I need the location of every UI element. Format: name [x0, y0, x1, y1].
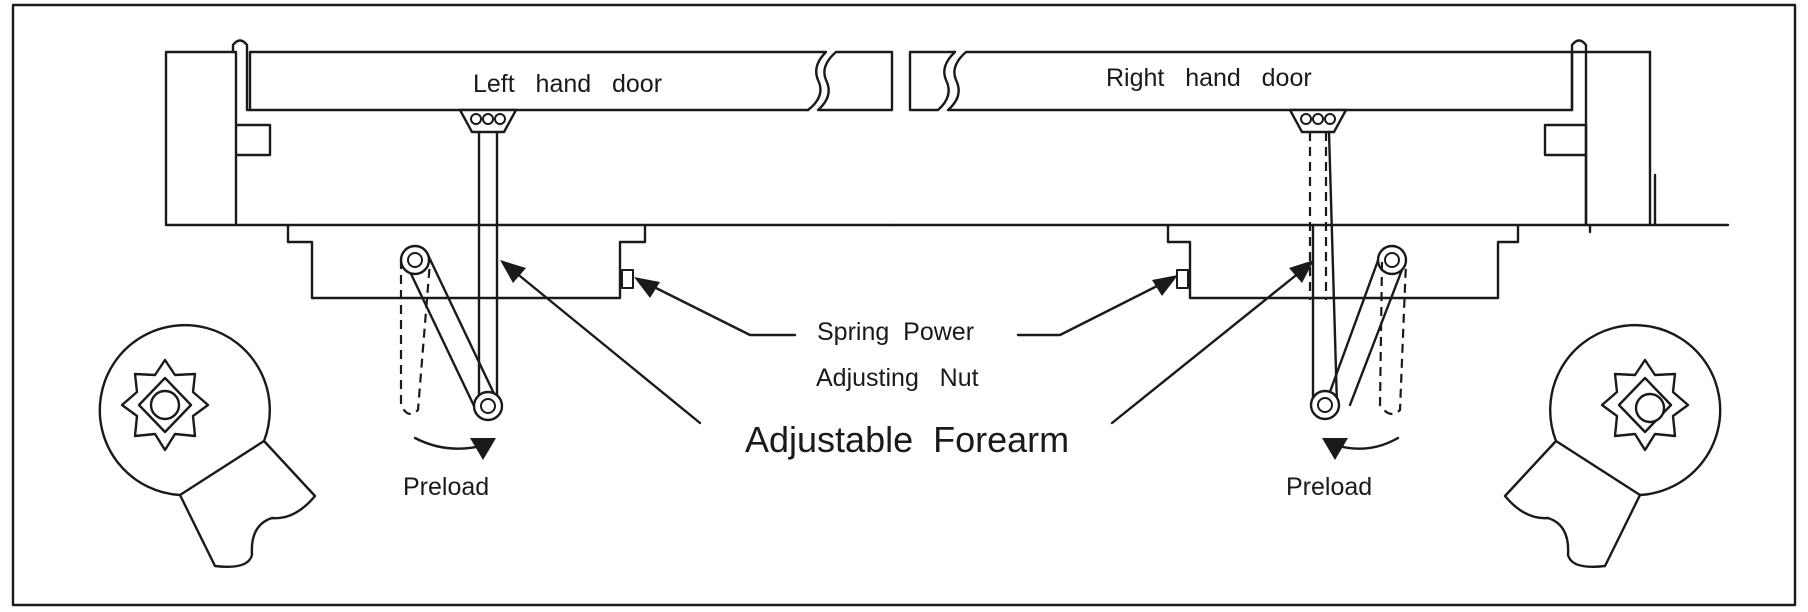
right-cam-neck — [1554, 439, 1642, 497]
right-lower-arm — [1325, 253, 1407, 407]
right-pivot-bottom-inner — [1317, 397, 1333, 413]
left-spring-nut — [621, 269, 634, 289]
right-pinion-shaft — [1634, 392, 1666, 424]
adjustable-forearm-label: Adjustable Forearm — [745, 419, 1069, 460]
left-closer-body — [286, 223, 647, 300]
left-hinge-pin — [231, 39, 810, 112]
left-lower-arm — [400, 253, 499, 410]
forearm-arrowhead-left — [500, 260, 526, 283]
left-screw-1 — [470, 113, 482, 125]
left-pivot-top — [399, 244, 431, 276]
right-screw-2 — [1312, 113, 1324, 125]
right-forearm — [1311, 130, 1339, 407]
right-preload-arrowhead — [1322, 438, 1348, 460]
right-break-line — [908, 50, 957, 112]
right-screw-1 — [1300, 113, 1312, 125]
left-break-line — [816, 50, 894, 112]
right-hinge-pin — [1570, 39, 1588, 227]
callouts: Spring Power Adjusting Nut Adjustable Fo… — [500, 260, 1314, 460]
left-frame — [164, 50, 892, 227]
right-pivot-top — [1376, 244, 1408, 276]
right-frame — [888, 50, 1730, 234]
left-screw-2 — [482, 113, 494, 125]
forearm-leader-right — [1110, 270, 1302, 425]
right-screw-3 — [1324, 113, 1336, 125]
right-forearm-dashed — [1308, 132, 1328, 300]
left-pivot-top-inner — [407, 252, 423, 268]
left-cam-body — [98, 323, 317, 569]
spring-leader-right — [1016, 280, 1167, 337]
left-preload-outline — [399, 260, 432, 416]
spring-arrowhead-left — [634, 277, 660, 298]
left-forearm — [477, 130, 499, 407]
forearm-arrowhead-right — [1289, 260, 1314, 283]
right-door-label: Right hand door — [1106, 64, 1312, 92]
left-door-assembly: Left hand door Preload — [98, 39, 894, 569]
right-closer-body — [1166, 223, 1520, 300]
spring-arrowhead-right — [1152, 275, 1178, 296]
right-door-assembly: Right hand door Preload — [888, 39, 1730, 569]
left-door-leaf — [248, 50, 828, 112]
diagram-border — [11, 3, 1797, 607]
right-spring-nut — [1176, 269, 1189, 289]
spring-power-label-2: Adjusting Nut — [816, 364, 979, 392]
left-cam-neck — [178, 439, 266, 497]
right-cam-body — [1503, 323, 1722, 569]
left-preload-label: Preload — [403, 473, 489, 501]
spring-leader-left — [646, 282, 797, 337]
left-pivot-bottom-inner — [480, 398, 496, 414]
left-door-label: Left hand door — [473, 70, 662, 98]
right-pivot-bottom — [1309, 389, 1341, 421]
spring-power-label-1: Spring Power — [817, 318, 974, 346]
forearm-leader-left — [513, 270, 702, 425]
left-pinion-shaft — [149, 389, 181, 421]
left-pivot-bottom — [472, 390, 504, 422]
left-preload-arrowhead — [470, 438, 496, 460]
right-pivot-top-inner — [1384, 252, 1400, 268]
right-mount-bracket — [1288, 108, 1348, 134]
right-preload-label: Preload — [1286, 473, 1372, 501]
right-preload-outline — [1378, 261, 1408, 416]
left-screw-3 — [494, 113, 506, 125]
left-mount-bracket — [458, 108, 518, 134]
